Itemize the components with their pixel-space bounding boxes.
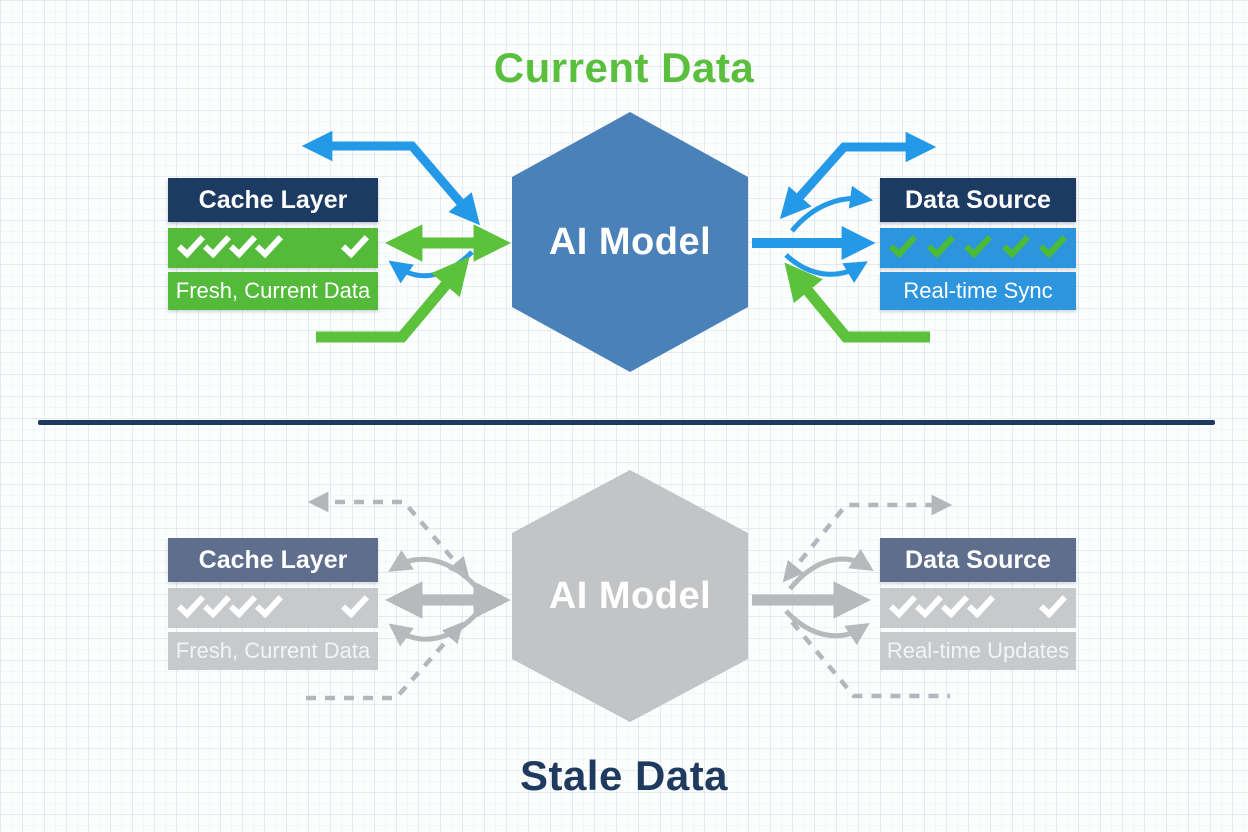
cache-status-label: Fresh, Current Data bbox=[168, 632, 378, 670]
arrow-source-curve-lower-gray bbox=[784, 609, 870, 646]
ai-model-label: AI Model bbox=[548, 574, 712, 617]
data-source-header: Data Source bbox=[880, 538, 1076, 582]
cache-layer-box-current: Cache Layer Fresh, Current Data bbox=[168, 178, 378, 310]
ai-model-label: AI Model bbox=[548, 220, 712, 263]
cache-checkmarks-row bbox=[168, 588, 378, 628]
checkmark-icon bbox=[889, 229, 917, 258]
checkmark-icon bbox=[341, 229, 369, 258]
source-status-label: Real-time Updates bbox=[880, 632, 1076, 670]
data-source-header: Data Source bbox=[880, 178, 1076, 222]
cache-layer-header: Cache Layer bbox=[168, 538, 378, 582]
cache-checkmarks-row bbox=[168, 228, 378, 268]
checkmark-icon bbox=[1001, 229, 1030, 258]
checkmark-icon bbox=[915, 589, 943, 618]
checkmark-icon bbox=[229, 229, 257, 258]
source-checkmarks-row bbox=[880, 228, 1076, 268]
ai-model-hexagon-current: AI Model bbox=[512, 112, 748, 372]
cache-status-label: Fresh, Current Data bbox=[168, 272, 378, 310]
checkmark-icon bbox=[203, 229, 231, 258]
checkmark-icon bbox=[255, 589, 283, 618]
checkmark-icon bbox=[177, 589, 205, 618]
source-status-label: Real-time Sync bbox=[880, 272, 1076, 310]
cache-layer-header: Cache Layer bbox=[168, 178, 378, 222]
current-data-title: Current Data bbox=[493, 44, 755, 91]
checkmark-icon bbox=[967, 589, 995, 618]
data-source-box-current: Data Source Real-time Sync bbox=[880, 178, 1076, 310]
checkmark-icon bbox=[255, 229, 283, 258]
arrow-source-sync-curve-upper-blue bbox=[790, 185, 874, 233]
arrow-source-sync-curve-lower-blue bbox=[784, 253, 868, 283]
checkmark-icon bbox=[203, 589, 231, 618]
arrow-cache-curve-upper-gray bbox=[388, 549, 480, 591]
checkmark-icon bbox=[1039, 589, 1067, 618]
checkmark-icon bbox=[964, 229, 992, 258]
arrow-source-curve-upper-gray bbox=[788, 548, 874, 591]
stale-data-title: Stale Data bbox=[519, 752, 729, 799]
checkmark-icon bbox=[941, 589, 969, 618]
checkmark-icon bbox=[889, 589, 917, 618]
data-source-box-stale: Data Source Real-time Updates bbox=[880, 538, 1076, 670]
checkmark-icon bbox=[1039, 229, 1067, 258]
checkmark-icon bbox=[229, 589, 257, 618]
cache-layer-box-stale: Cache Layer Fresh, Current Data bbox=[168, 538, 378, 670]
checkmark-icon bbox=[341, 589, 369, 618]
ai-model-hexagon-stale: AI Model bbox=[512, 470, 748, 722]
checkmark-icon bbox=[177, 229, 205, 258]
arrow-cache-feedback-curve-blue bbox=[388, 250, 474, 284]
source-checkmarks-row bbox=[880, 588, 1076, 628]
section-divider bbox=[38, 420, 1215, 425]
arrow-cache-curve-lower-gray bbox=[388, 610, 480, 647]
checkmark-icon bbox=[926, 229, 955, 258]
